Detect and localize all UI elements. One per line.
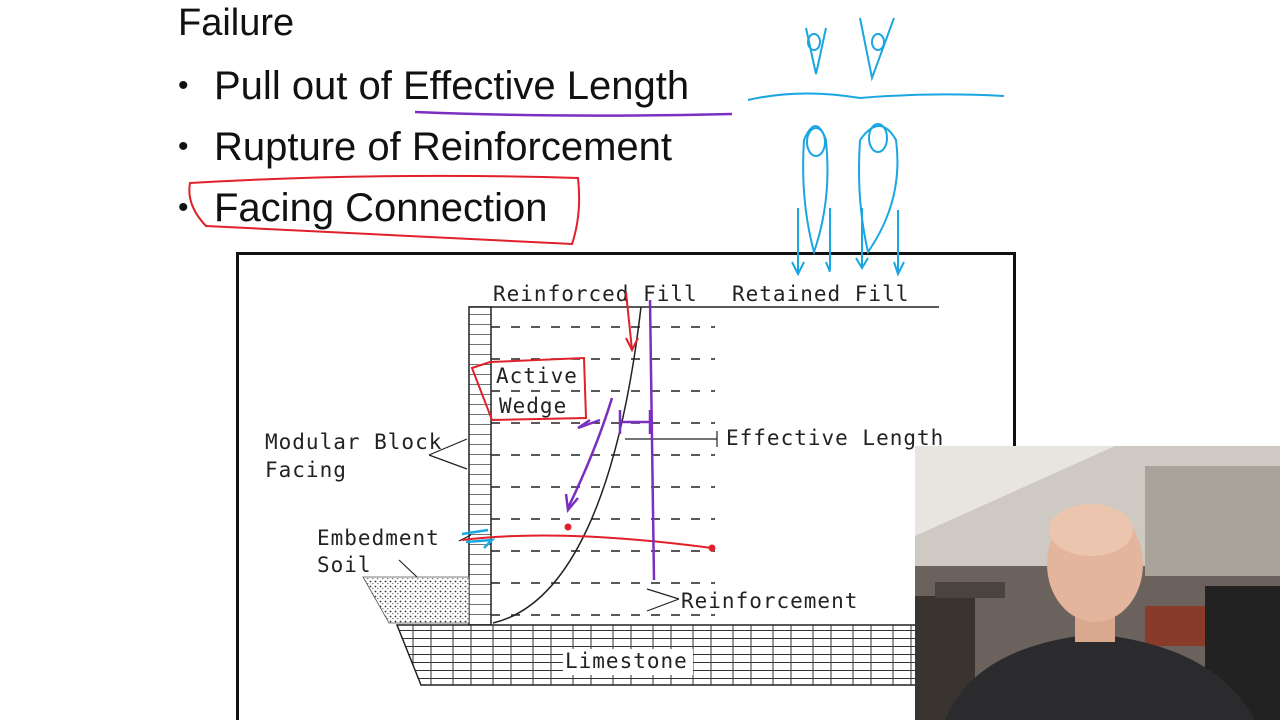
bullet-list: • Pull out of Effective Length • Rupture… (178, 58, 689, 241)
label-facing: Facing (265, 458, 347, 482)
label-reinforced-fill: Reinforced Fill (493, 282, 698, 306)
label-retained-fill: Retained Fill (732, 282, 909, 306)
label-embedment: Embedment (317, 526, 440, 550)
label-effective-length: Effective Length (726, 426, 944, 450)
label-modular-block: Modular Block (265, 430, 442, 454)
bullet-dot: • (178, 130, 189, 163)
reinforcement-leader (646, 588, 680, 612)
failure-plane-curve (492, 306, 642, 624)
wall-diagram: Reinforced Fill Retained Fill Active Wed… (236, 252, 1016, 720)
embedment-soil (362, 576, 470, 624)
wall-diagram-svg: Reinforced Fill Retained Fill Active Wed… (265, 282, 1013, 686)
modular-block-facing (468, 306, 492, 626)
modular-block-leader (428, 438, 468, 470)
bullet-dot: • (178, 191, 189, 224)
slide-title: Failure (178, 2, 295, 44)
bullet-text: Rupture of Reinforcement (214, 125, 673, 169)
bullet-item-pull-out: • Pull out of Effective Length (178, 58, 689, 119)
limestone-layer (395, 624, 1013, 686)
bullet-text: Pull out of Effective Length (214, 64, 690, 108)
effective-length-leader (625, 431, 718, 447)
label-wedge: Wedge (499, 394, 567, 418)
bullet-item-rupture: • Rupture of Reinforcement (178, 119, 689, 180)
bullet-item-facing-connection: • Facing Connection (178, 180, 689, 241)
bullet-text: Facing Connection (214, 186, 548, 230)
webcam-overlay (915, 446, 1280, 720)
bullet-dot: • (178, 69, 189, 102)
label-soil: Soil (317, 553, 372, 577)
reinforcement-layers (491, 326, 715, 616)
label-reinforcement: Reinforcement (681, 589, 858, 613)
label-limestone: Limestone (565, 649, 688, 673)
soil-leader (398, 559, 418, 578)
label-active: Active (496, 364, 578, 388)
blue-sketch (747, 17, 1005, 277)
webcam-feed (915, 446, 1280, 720)
